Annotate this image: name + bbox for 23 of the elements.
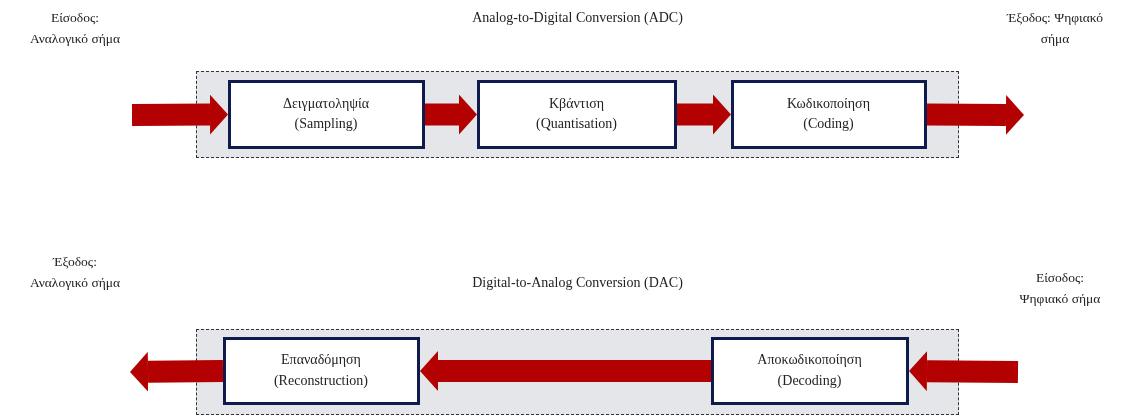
block-arrow [129, 351, 224, 392]
process-label: Αποκωδικοποίηση (Decoding) [756, 351, 863, 390]
process-label: Κωδικοποίηση (Coding) [786, 94, 871, 133]
block-arrow [425, 94, 477, 135]
block-arrow [926, 94, 1025, 135]
block-arrow [677, 94, 731, 135]
block-arrow [908, 351, 1019, 392]
process-label: Δειγματοληψία (Sampling) [281, 94, 371, 133]
block-arrow [131, 94, 229, 135]
signal-label: Έξοδος: Αναλογικό σήμα [28, 253, 122, 292]
group-title: Analog-to-Digital Conversion (ADC) [472, 10, 683, 26]
signal-label: Είσοδος: Ψηφιακό σήμα [1018, 269, 1102, 308]
process-box [730, 79, 927, 149]
process-box [710, 336, 909, 405]
signal-label: Έξοδος: Ψηφιακό σήμα [1005, 9, 1104, 48]
process-box [476, 79, 677, 149]
process-label: Κβάντιση (Quantisation) [535, 94, 618, 133]
process-box [227, 79, 425, 149]
group-title: Digital-to-Analog Conversion (DAC) [472, 275, 683, 291]
signal-label: Είσοδος: Αναλογικό σήμα [28, 9, 122, 48]
process-box [222, 336, 420, 405]
process-label: Επαναδόμηση (Reconstruction) [272, 351, 370, 390]
block-arrow [420, 351, 711, 391]
